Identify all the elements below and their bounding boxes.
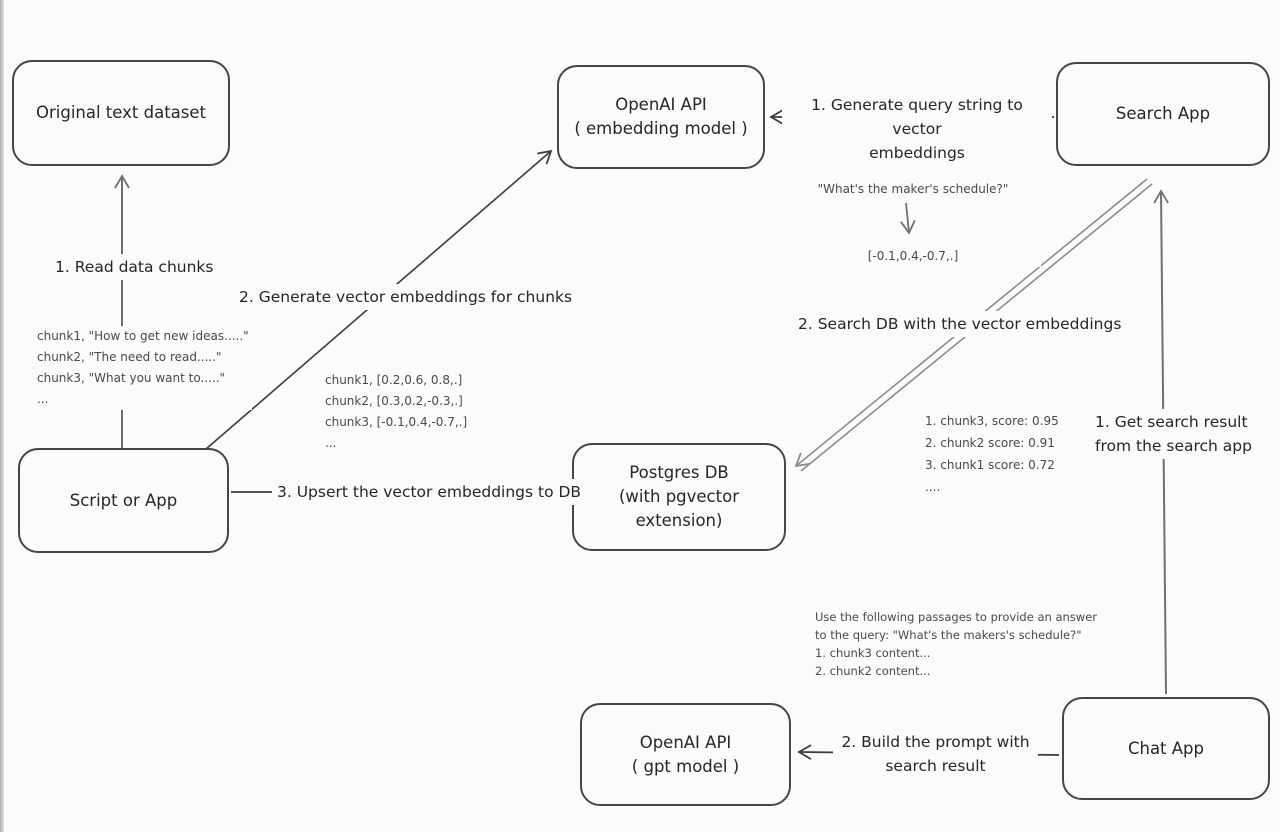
node-label-line2: ( gpt model ) [631,756,740,776]
node-label-line2: ( embedding model ) [574,119,748,138]
node-label-line2: (with pgvector extension) [619,487,739,530]
node-openai-api-embedding: OpenAI API ( embedding model ) [557,65,765,169]
node-label-line1: OpenAI API [615,95,707,114]
annotation-line: Use the following passages to provide an… [815,610,1097,624]
node-label: Script or App [69,490,178,510]
node-original-text-dataset: Original text dataset [12,60,230,166]
annotation-line: to the query: "What's the makers's sched… [815,628,1082,642]
node-label-line1: Postgres DB [629,463,729,482]
annotation-line: 2. chunk2 score: 0.91 [925,436,1055,450]
arrow-query-mini [900,202,916,235]
annotation-chunks-list: chunk1, "How to get new ideas....." chun… [34,326,252,410]
annotation-query-vector: [-0.1,0.4,-0.7,.] [785,246,1041,267]
edge-label-get-result: 1. Get search result from the search app [1090,409,1257,459]
edge-label-line2: embeddings [869,144,965,162]
annotation-line: chunk2, [0.3,0.2,-0.3,.] [325,394,463,408]
node-chat-app: Chat App [1062,697,1270,800]
edge-label-generate-embeddings: 2. Generate vector embeddings for chunks [234,284,578,310]
annotation-line: chunk2, "The need to read....." [37,350,222,364]
node-script-or-app: Script or App [18,448,229,553]
edge-label-line1: 1. Generate query string to vector [811,96,1023,138]
annotation-line: chunk3, "What you want to....." [37,371,226,385]
edge-label-line1: 2. Build the prompt with [841,733,1030,751]
annotation-line: 1. chunk3, score: 0.95 [925,414,1059,428]
annotation-line: 2. chunk2 content... [815,664,931,678]
edge-label-query-to-vector: 1. Generate query string to vector embed… [782,92,1052,166]
edge-label-line2: from the search app [1095,437,1252,455]
edge-label-line2: search result [885,757,986,775]
node-label: Original text dataset [35,103,206,122]
node-label-line1: OpenAI API [639,732,732,752]
node-openai-api-gpt: OpenAI API ( gpt model ) [580,703,791,806]
node-label: Chat App [1127,738,1205,758]
edge-label-build-prompt: 2. Build the prompt with search result [833,729,1038,779]
annotation-line: 3. chunk1 score: 0.72 [925,458,1055,472]
annotation-scores-list: 1. chunk3, score: 0.95 2. chunk2 score: … [922,410,1062,498]
annotation-line: ... [37,392,49,406]
annotation-line: chunk1, [0.2,0.6, 0.8,.] [325,373,463,387]
node-search-app: Search App [1056,62,1270,166]
edge-label-search-db: 2. Search DB with the vector embeddings [793,311,1127,337]
node-label: Search App [1115,104,1211,123]
node-postgres-db: Postgres DB (with pgvector extension) [572,443,786,551]
annotation-line: ... [325,436,337,450]
edge-label-read-chunks: 1. Read data chunks [50,254,219,280]
annotation-embeddings-list: chunk1, [0.2,0.6, 0.8,.] chunk2, [0.3,0.… [322,370,471,454]
edge-label-line1: 1. Get search result [1095,413,1248,431]
annotation-line: 1. chunk3 content... [815,646,931,660]
edge-label-upsert: 3. Upsert the vector embeddings to DB [272,479,587,505]
annotation-prompt-text: Use the following passages to provide an… [812,608,1100,680]
annotation-line: .... [925,480,941,494]
left-edge-shadow [0,0,4,832]
annotation-line: chunk1, "How to get new ideas....." [37,329,249,343]
annotation-query-text: "What's the maker's schedule?" [785,179,1041,200]
annotation-line: chunk3, [-0.1,0.4,-0.7,.] [325,415,468,429]
